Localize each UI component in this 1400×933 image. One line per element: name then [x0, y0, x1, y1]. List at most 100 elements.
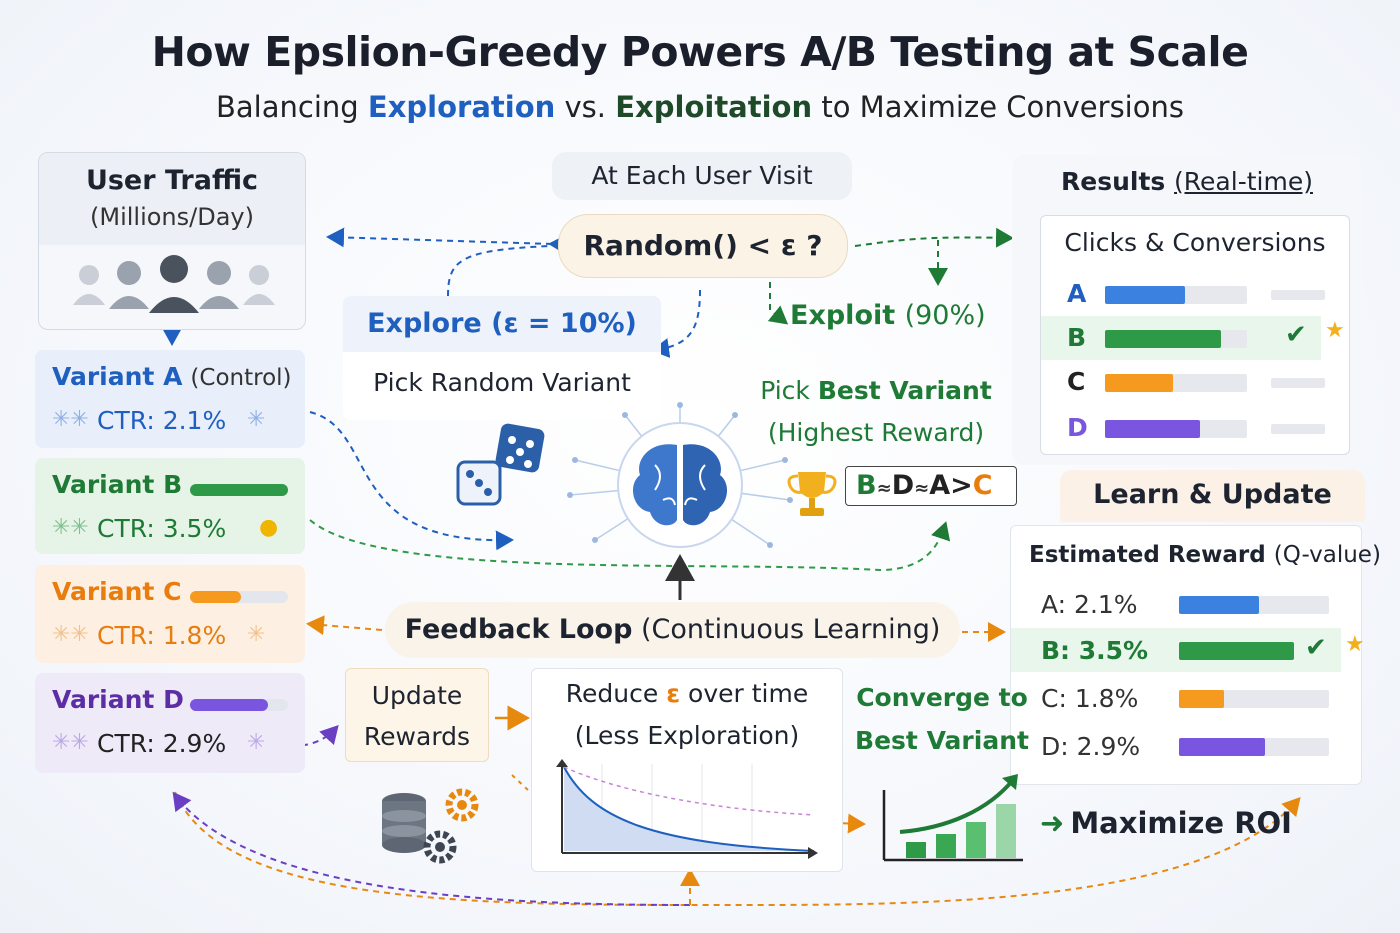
sparkle-icon: ✳	[247, 622, 266, 647]
rank-sep: >	[950, 470, 973, 501]
rank-sep: ≈	[876, 478, 892, 499]
q-bar-fill	[1179, 642, 1294, 660]
explore-title: Explore (ε = 10%)	[343, 296, 661, 352]
star-icon: ★	[1325, 318, 1345, 343]
results-bar	[1105, 420, 1247, 438]
variant-c-bar-fill	[190, 591, 241, 603]
subtitle-text: to Maximize Conversions	[812, 90, 1184, 124]
reduce-epsilon: ε	[666, 679, 681, 708]
q-row-label: B: 3.5%	[1041, 636, 1149, 665]
decay-plot	[556, 759, 818, 859]
q-row-label: D: 2.9%	[1041, 732, 1141, 761]
database-gear-icon	[382, 788, 479, 864]
sparkle-icon: ✳✳	[52, 407, 89, 432]
variant-c-ctr: CTR: 1.8%	[97, 621, 227, 650]
user-traffic-card: User Traffic (Millions/Day)	[38, 152, 306, 330]
results-bar-fill	[1105, 420, 1201, 438]
page-subtitle: Balancing Exploration vs. Exploitation t…	[0, 90, 1400, 124]
explore-action: Pick Random Variant	[373, 368, 631, 397]
converge-label: Converge to Best Variant	[852, 676, 1032, 762]
q-bar	[1179, 642, 1294, 660]
rank-first: B	[856, 470, 877, 501]
results-bar-secondary	[1271, 424, 1325, 434]
sparkle-icon: ✳✳	[52, 515, 89, 540]
results-row-c: C	[1041, 360, 1349, 404]
q-bar	[1179, 596, 1329, 614]
subtitle-text: Balancing	[216, 90, 368, 124]
variant-a-card[interactable]: Variant A (Control) ✳✳ CTR: 2.1% ✳	[35, 350, 305, 448]
results-bar	[1105, 286, 1247, 304]
results-row-label: A	[1067, 279, 1087, 308]
results-bar-fill	[1105, 286, 1185, 304]
roi-label: Maximize ROI	[1070, 806, 1292, 840]
results-bar	[1105, 374, 1247, 392]
results-bar	[1105, 330, 1247, 348]
q-value-title-text: Estimated Reward	[1029, 542, 1266, 568]
results-row-label: D	[1067, 413, 1088, 442]
variant-d-ctr: CTR: 2.9%	[97, 729, 227, 758]
subtitle-exploitation: Exploitation	[615, 90, 813, 124]
results-title-note: (Real-time)	[1174, 167, 1313, 196]
variant-a-note: (Control)	[190, 365, 292, 391]
reduce-post: over time	[680, 679, 809, 708]
q-row-label: C: 1.8%	[1041, 684, 1139, 713]
exploit-label: Exploit (90%)	[790, 300, 986, 331]
visit-label: At Each User Visit	[552, 152, 852, 200]
results-row-label: B	[1067, 323, 1087, 352]
reduce-pre: Reduce	[565, 679, 667, 708]
variant-b-bar	[190, 484, 288, 496]
pick-best-word: Pick	[760, 376, 810, 405]
variant-b-card[interactable]: Variant B ✳✳ CTR: 3.5% ●	[35, 458, 305, 554]
rank-second: D	[891, 470, 915, 501]
variant-a-label: Variant A	[52, 362, 183, 391]
variant-c-name: Variant C	[52, 577, 182, 606]
q-row-b: B: 3.5% ✔ ★	[1011, 628, 1365, 672]
dice-icon	[456, 423, 545, 506]
update-line2: Rewards	[363, 722, 471, 751]
results-card-title: Clicks & Conversions	[1064, 228, 1326, 257]
subtitle-exploration: Exploration	[367, 90, 556, 124]
results-row-label: C	[1067, 367, 1086, 396]
variant-c-card[interactable]: Variant C ✳✳ CTR: 1.8% ✳	[35, 565, 305, 663]
variant-d-card[interactable]: Variant D ✳✳ CTR: 2.9% ✳	[35, 673, 305, 773]
results-title-text: Results	[1061, 167, 1166, 196]
sparkle-icon: ✳✳	[52, 622, 89, 647]
update-line1: Update	[371, 681, 463, 710]
variant-d-name: Variant D	[52, 685, 184, 714]
growth-chart-icon	[882, 774, 1023, 862]
results-row-a: A	[1041, 272, 1349, 316]
pick-best-note: (Highest Reward)	[767, 418, 985, 447]
rank-sep: ≈	[914, 478, 930, 499]
results-row-d: D	[1041, 406, 1349, 450]
variant-a-ctr: CTR: 2.1%	[97, 406, 227, 435]
pick-best-strong: Best Variant	[817, 376, 992, 405]
q-value-card: Estimated Reward (Q-value) A: 2.1% B: 3.…	[1010, 525, 1381, 785]
reduce-epsilon-card: Reduce ε over time (Less Exploration)	[531, 668, 843, 872]
traffic-subtitle: (Millions/Day)	[90, 203, 254, 231]
q-bar-fill	[1179, 596, 1259, 614]
q-bar-fill	[1179, 738, 1265, 756]
feedback-title: Feedback Loop	[404, 614, 633, 645]
rank-fourth: C	[972, 470, 993, 501]
pick-best-label: Pick Best Variant (Highest Reward)	[758, 370, 994, 454]
q-row-label: A: 2.1%	[1041, 590, 1138, 619]
maximize-roi: ➜Maximize ROI	[1040, 806, 1292, 840]
sparkle-icon: ✳	[247, 407, 266, 432]
results-bar-secondary	[1271, 378, 1325, 388]
check-icon: ✔	[1305, 633, 1327, 663]
user-icon: ●	[259, 515, 279, 540]
explore-card: Explore (ε = 10%) Pick Random Variant	[343, 296, 661, 420]
q-row-c: C: 1.8%	[1011, 676, 1361, 720]
variant-b-name: Variant B	[52, 470, 183, 499]
users-icon	[73, 255, 275, 313]
feedback-note: (Continuous Learning)	[632, 614, 941, 645]
reduce-title: Reduce ε over time	[532, 679, 842, 708]
update-rewards-card: Update Rewards	[345, 668, 489, 762]
learn-update-title: Learn & Update	[1060, 470, 1365, 522]
exploit-pct: (90%)	[904, 300, 986, 331]
sparkle-icon: ✳	[247, 730, 266, 755]
reduce-subtitle: (Less Exploration)	[574, 721, 800, 750]
brain-icon	[567, 402, 793, 548]
trophy-icon	[787, 472, 837, 516]
converge-line2: Best Variant	[855, 726, 1029, 755]
